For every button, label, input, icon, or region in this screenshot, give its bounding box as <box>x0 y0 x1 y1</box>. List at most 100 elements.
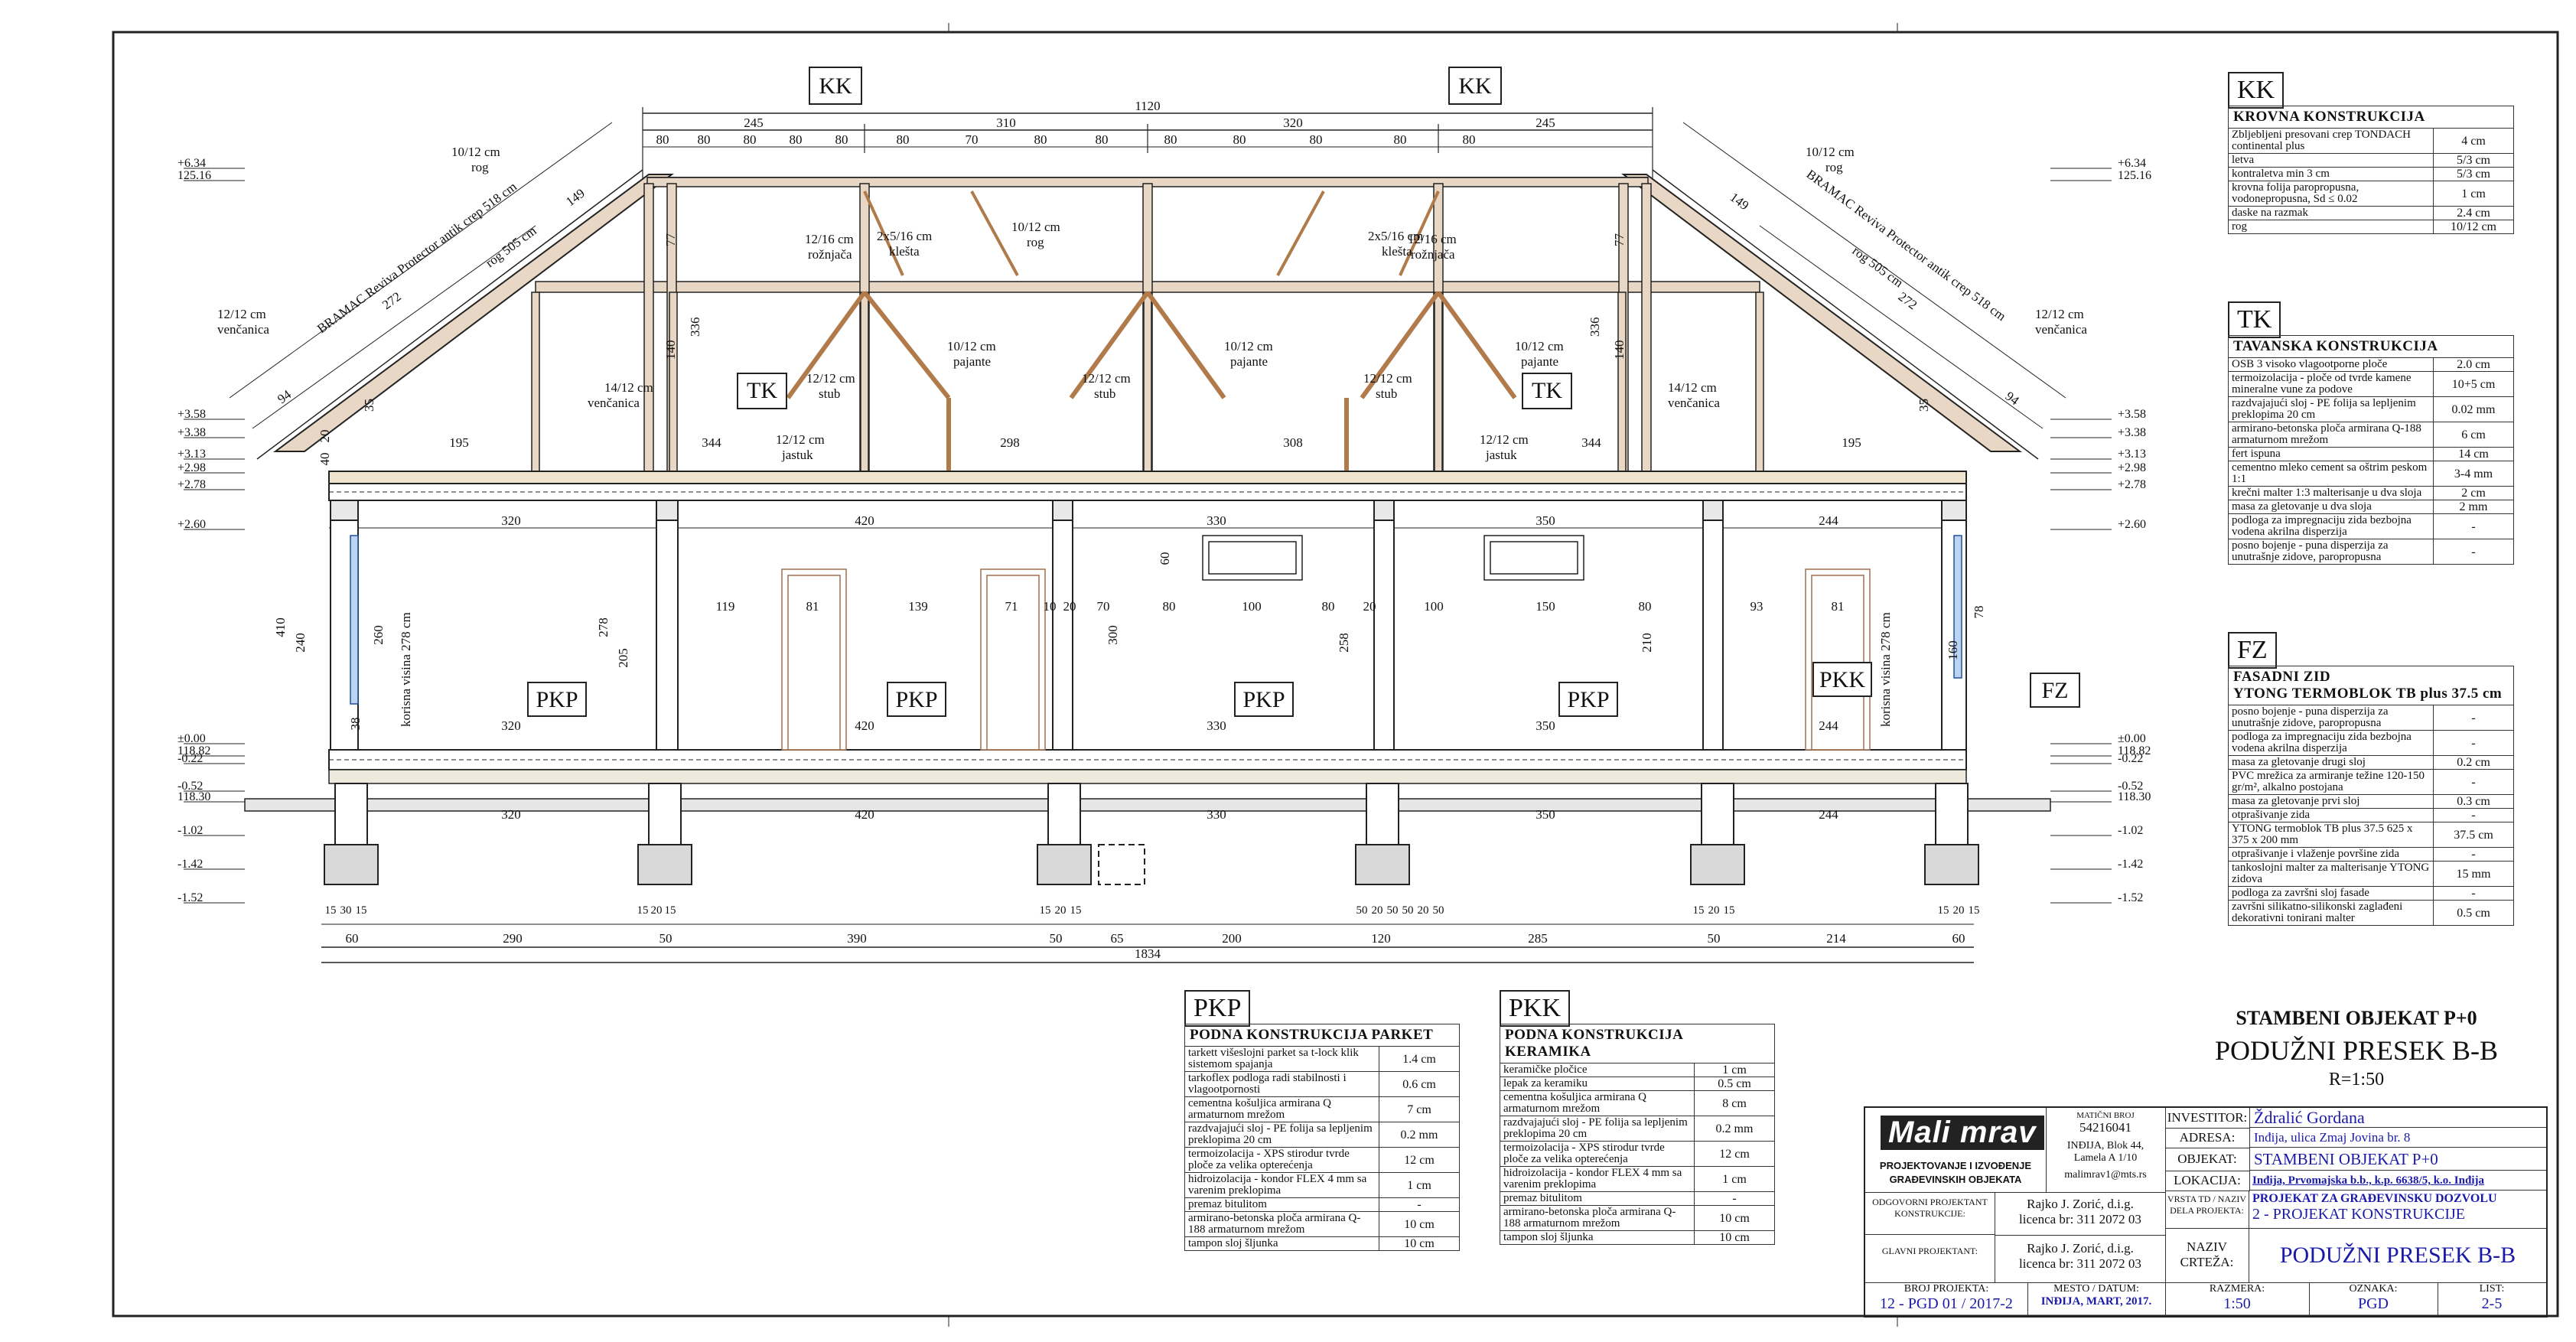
legend-tk-code: TK <box>2228 301 2281 338</box>
foundation-dashed <box>1098 844 1145 885</box>
lintel <box>1941 500 1967 521</box>
dim-room-foundation: 420 <box>855 807 874 822</box>
legend-layer-value: - <box>2433 886 2514 901</box>
dim-opening: 10 <box>1044 599 1057 614</box>
legend-row: cementno mleko cement sa oštrim peskom 1… <box>2228 461 2514 487</box>
tag-tk-left: TK <box>747 378 777 403</box>
dim-room-foundation: 320 <box>501 807 521 822</box>
foundation-wall <box>1047 783 1081 845</box>
legend-layer-value: 0.2 mm <box>1379 1122 1460 1148</box>
legend-layer-value: 14 cm <box>2433 447 2514 461</box>
door <box>1805 568 1871 751</box>
dim-top-sub: 80 <box>1310 132 1323 147</box>
legend-layer-label: krovna folija paropropusna, vodonepropus… <box>2228 181 2434 207</box>
legend-row: termoizolacija - ploče od tvrde kamene m… <box>2228 371 2514 397</box>
dim-top-sub: 80 <box>1164 132 1177 147</box>
legend-layer-value: 4 cm <box>2433 128 2514 154</box>
legend-row: cementna košuljica armirana Q armaturnom… <box>1500 1090 1775 1116</box>
dim-top-sub: 80 <box>744 132 757 147</box>
vrsta-box: PROJEKAT ZA GRAĐEVINSKU DOZVOLU 2 - PROJ… <box>2249 1191 2546 1229</box>
dim-opening: 20 <box>1063 599 1076 614</box>
truss-stub <box>860 292 869 472</box>
dim-top-sub: 80 <box>1233 132 1246 147</box>
legend-layer-value: 3-4 mm <box>2433 461 2514 487</box>
level-label-right: -1.02 <box>2118 824 2143 837</box>
adresa-value: Inđija, ulica Zmaj Jovina br. 8 <box>2249 1128 2546 1148</box>
mesto-label: MESTO / DATUM: <box>2053 1283 2139 1295</box>
label-vencanica-left: venčanica <box>217 322 269 337</box>
label-stub-size-2: 12/12 cm <box>1082 371 1131 386</box>
dim-top-sub: 80 <box>1034 132 1047 147</box>
dim-height: 38 <box>348 718 363 731</box>
label-stub-size-3: 12/12 cm <box>1363 371 1412 386</box>
window <box>1483 535 1584 581</box>
truss-brace <box>1069 291 1150 399</box>
legend-layer-label: tarkoflex podloga radi stabilnosti i vla… <box>1184 1071 1379 1097</box>
legend-layer-label: lepak za keramiku <box>1500 1077 1695 1091</box>
legend-row: tankoslojni malter za malterisanje YTONG… <box>2228 861 2514 887</box>
door-frame <box>986 575 1040 751</box>
legend-layer-label: armirano-betonska ploča armirana Q-188 a… <box>1184 1211 1379 1237</box>
legend-row: PVC mrežica za armiranje težine 120-150 … <box>2228 769 2514 795</box>
wall <box>1373 500 1395 751</box>
window-frame <box>1490 541 1578 575</box>
dim-opening: 100 <box>1424 599 1444 614</box>
label-vencanica-right: venčanica <box>2035 322 2087 337</box>
side-window-right <box>1953 535 1962 679</box>
legend-kk-table: KROVNA KONSTRUKCIJA Zbljebljeni presovan… <box>2228 106 2514 234</box>
dim-bottom-sub: 15 <box>1724 904 1735 917</box>
label-stub-1: stub <box>819 386 840 401</box>
legend-layer-value: 12 cm <box>1694 1141 1775 1167</box>
legend-layer-value: - <box>1379 1197 1460 1212</box>
legend-row: termoizolacija - XPS stirodur tvrde ploč… <box>1184 1147 1460 1173</box>
level-label-right: +6.34 <box>2118 157 2146 170</box>
dim-room-top: 330 <box>1207 513 1226 528</box>
legend-row: razdvajajući sloj - PE folija sa lepljen… <box>1500 1116 1775 1142</box>
label-rog-word-right: rog <box>1825 160 1843 174</box>
legend-layer-label: razdvajajući sloj - PE folija sa lepljen… <box>1184 1122 1379 1148</box>
legend-fz-table: FASADNI ZID YTONG TERMOBLOK TB plus 37.5… <box>2228 666 2514 926</box>
label-roznjaca-size-left: 12/16 cm <box>805 232 854 246</box>
legend-layer-label: otprašivanje i vlaženje površine zida <box>2228 847 2434 862</box>
legend-layer-value: 10+5 cm <box>2433 371 2514 397</box>
door <box>980 568 1046 751</box>
sheet-title-object: STAMBENI OBJEKAT P+0 <box>2236 1007 2477 1029</box>
dim-opening: 80 <box>1639 599 1652 614</box>
window <box>1202 535 1303 581</box>
truss-post <box>643 183 654 472</box>
legend-row: krečni malter 1:3 malterisanje u dva slo… <box>2228 486 2514 500</box>
tag-pkp-1: PKP <box>536 687 578 712</box>
sheet-title-scale: R=1:50 <box>2328 1070 2385 1090</box>
dim-top-3: 320 <box>1283 116 1303 130</box>
investitor-label: INVESTITOR: <box>2165 1108 2250 1129</box>
legend-layer-value: 1 cm <box>1694 1166 1775 1192</box>
dim-bottom-span: 390 <box>847 931 867 946</box>
label-klesta-size-left: 2x5/16 cm <box>877 229 932 243</box>
dim-bottom-sub: 50 <box>1433 904 1444 917</box>
odgovorni-name: Rajko J. Zorić, d.i.g. <box>2027 1197 2134 1211</box>
oznaka-label: OZNAKA: <box>2349 1283 2398 1295</box>
label-stub-size-1: 12/12 cm <box>806 371 855 386</box>
longitudinal-section <box>184 107 2112 963</box>
legend-row: YTONG termoblok TB plus 37.5 625 x 375 x… <box>2228 822 2514 848</box>
dim-bottom-sub: 30 <box>340 904 352 917</box>
level-label-right: -0.52 <box>2118 780 2143 793</box>
legend-layer-label: armirano-betonska ploča armirana Q-188 a… <box>1500 1205 1695 1231</box>
label-roznjaca-left: rožnjača <box>808 247 852 262</box>
dim-bottom-sub: 15 <box>637 904 649 917</box>
lintel <box>1052 500 1073 521</box>
dim-height: 20 <box>318 430 332 443</box>
window-frame <box>1208 541 1297 575</box>
dim-bottom-sub: 50 <box>1402 904 1414 917</box>
truss-klesta <box>863 191 904 276</box>
tag-fz: FZ <box>2041 678 2068 703</box>
dim-room-floor: 420 <box>855 718 874 733</box>
legend-row: završni silikatno-silikonski zaglađeni d… <box>2228 900 2514 926</box>
legend-layer-value: 10 cm <box>1694 1205 1775 1231</box>
legend-pkk-title: PODNA KONSTRUKCIJA KERAMIKA <box>1500 1024 1775 1064</box>
legend-layer-value: 15 mm <box>2433 861 2514 887</box>
legend-layer-value: 0.6 cm <box>1379 1071 1460 1097</box>
label-h336-left: 336 <box>688 318 702 337</box>
